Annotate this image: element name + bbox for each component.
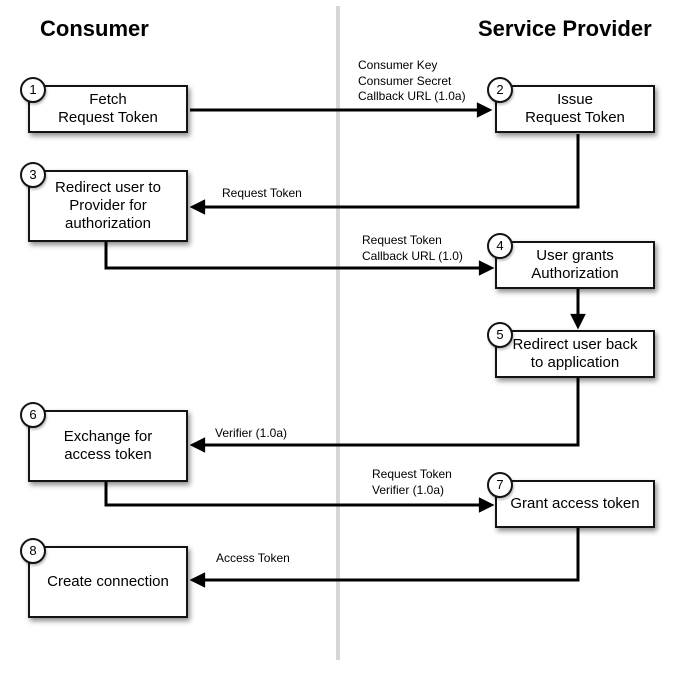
message-verifier: Verifier (1.0a) bbox=[215, 426, 288, 440]
step-label: Redirect user back to application bbox=[512, 335, 638, 371]
arrow-step6-to-step7 bbox=[104, 482, 495, 513]
step-number-badge: 5 bbox=[487, 322, 513, 348]
step-box-3: 3 Redirect user to Provider for authoriz… bbox=[20, 162, 188, 242]
step-box-8: 8 Create connection bbox=[20, 538, 188, 618]
step-box-5: 5 Redirect user back to application bbox=[487, 322, 655, 378]
service-provider-column-header: Service Provider bbox=[478, 16, 652, 41]
step-number-badge: 8 bbox=[20, 538, 46, 564]
step-number-badge: 2 bbox=[487, 77, 513, 103]
step-label: User grants Authorization bbox=[531, 246, 619, 282]
step-number-badge: 6 bbox=[20, 402, 46, 428]
message-request-token-callback: Request Token Callback URL (1.0) bbox=[362, 233, 463, 263]
step-box-1: 1 Fetch Request Token bbox=[20, 77, 188, 133]
step-number-badge: 7 bbox=[487, 472, 513, 498]
arrow-step3-to-step4 bbox=[104, 242, 495, 276]
step-box-4: 4 User grants Authorization bbox=[487, 233, 655, 289]
arrow-step7-to-step8 bbox=[189, 528, 580, 588]
step-box-2: 2 Issue Request Token bbox=[487, 77, 655, 133]
step-number-badge: 4 bbox=[487, 233, 513, 259]
step-label: Exchange for access token bbox=[63, 427, 153, 463]
step-box-6: 6 Exchange for access token bbox=[20, 402, 188, 482]
step-label: Grant access token bbox=[510, 494, 640, 512]
step-label: Create connection bbox=[47, 572, 169, 590]
message-access-token: Access Token bbox=[216, 551, 290, 565]
message-consumer-key-secret-callback: Consumer Key Consumer Secret Callback UR… bbox=[358, 58, 466, 104]
message-request-token-verifier: Request Token Verifier (1.0a) bbox=[372, 467, 452, 497]
arrow-step2-to-step3 bbox=[189, 134, 580, 215]
step-label: Redirect user to Provider for authorizat… bbox=[55, 178, 161, 233]
consumer-column-header: Consumer bbox=[40, 16, 149, 41]
step-box-7: 7 Grant access token bbox=[487, 472, 655, 528]
step-label: Issue Request Token bbox=[525, 90, 625, 126]
arrow-step5-to-step6 bbox=[189, 378, 580, 453]
step-label: Fetch Request Token bbox=[58, 90, 158, 126]
message-request-token: Request Token bbox=[222, 186, 302, 200]
step-number-badge: 1 bbox=[20, 77, 46, 103]
step-number-badge: 3 bbox=[20, 162, 46, 188]
